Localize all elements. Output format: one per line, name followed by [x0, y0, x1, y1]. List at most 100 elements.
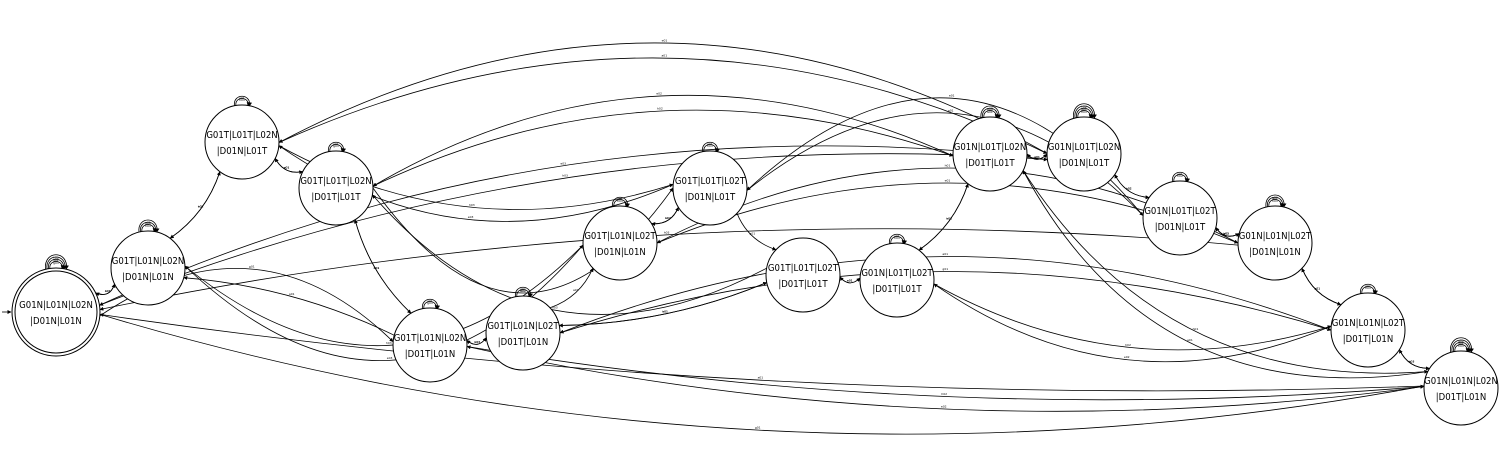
state-circle: [859, 242, 935, 318]
self-loop-label: g01: [1081, 108, 1087, 112]
state-node-s14: G01N|L01N|L02T |D01T|L01N: [1330, 292, 1406, 368]
state-node-s15: G01N|L01N|L02N|D01T|L01N: [1423, 350, 1499, 426]
transition-label: a01: [948, 109, 954, 113]
state-label-line2: |D01T|L01N: [498, 337, 548, 348]
transition-label: a01: [289, 292, 295, 296]
transition-label: e02: [665, 216, 671, 220]
self-loop-edges: g01a01e01h01h01e03a01h01e01g01e01g01a01a…: [45, 95, 1474, 353]
transition-edge: [99, 145, 1048, 306]
transition-label: e02: [941, 405, 947, 409]
transition-edge: [169, 171, 221, 239]
transition-edge: [278, 57, 1048, 154]
transition-label: g01: [1314, 287, 1320, 291]
self-loop-label: h01: [617, 199, 623, 203]
initial-state-ring: [14, 270, 98, 354]
state-circle: [1237, 205, 1313, 281]
transition-label: h03: [474, 340, 480, 344]
self-loop: [46, 256, 68, 270]
self-loop-label: g01: [520, 287, 526, 291]
self-loop-label: e01: [1458, 340, 1464, 344]
state-label-line2: |D01N|L01T: [685, 192, 736, 203]
transition-label: h03: [469, 203, 475, 207]
transition-label: a01: [847, 278, 853, 282]
state-label-line2: |D01T|L01T: [311, 192, 361, 203]
self-loop: [1361, 286, 1377, 295]
transition-label: a01: [758, 376, 764, 380]
state-node-s10: G01N|L01T|L02N |D01T|L01T: [952, 116, 1028, 192]
state-circle: [298, 150, 374, 226]
self-loop-label: g01: [1272, 195, 1278, 199]
transition-edge: [933, 283, 1332, 351]
self-loop-label: e01: [53, 257, 59, 261]
self-loop: [1265, 194, 1287, 208]
state-node-s13: G01N|L01N|L02T|D01N|L01N: [1237, 205, 1313, 281]
state-label-line2: |D01T|L01T: [965, 158, 1015, 169]
self-loop: [889, 233, 908, 245]
state-label-line2: |D01T|L01N: [1343, 334, 1393, 345]
transition-label: h01: [374, 266, 380, 270]
transition-edge: [372, 94, 954, 187]
transition-edge: [1301, 267, 1342, 306]
self-loop-label: a01: [1081, 106, 1087, 110]
state-node-s8: G01T|L01T|L02T|D01T|L01T: [765, 237, 841, 313]
state-label-line1: G01N|L01T|L02N: [1048, 142, 1121, 153]
transition-label: e02: [656, 92, 662, 96]
self-loop: [49, 261, 65, 270]
self-loop: [1074, 105, 1096, 119]
transition-edge: [354, 219, 412, 314]
state-node-s5: G01T|L01N|L02T|D01T|L01N: [485, 295, 561, 371]
transition-label: g01: [749, 232, 755, 236]
transition-edge: [918, 183, 969, 251]
self-loop: [1454, 344, 1470, 353]
transition-edge: [99, 312, 1425, 392]
transition-label: h02: [198, 205, 204, 209]
transition-label: a01: [1034, 155, 1040, 159]
transition-label: h03: [562, 174, 568, 178]
state-node-s9: G01N|L01T|L02T|D01T|L01T: [859, 242, 935, 318]
self-loop: [422, 298, 441, 310]
self-loop-label: g01: [1365, 284, 1371, 288]
state-node-s12: G01N|L01T|L02T|D01N|L01T: [1142, 180, 1218, 256]
state-node-s2: G01T|L01T|L02N|D01N|L01T: [204, 104, 280, 180]
state-label-line1: G01N|L01N|L02T: [1332, 318, 1405, 329]
transition-edge: [183, 275, 395, 336]
transition-label: e01: [105, 289, 111, 293]
state-circle: [392, 307, 468, 383]
state-label-line2: |D01T|L01N: [405, 349, 455, 360]
transition-label: e01: [374, 266, 380, 270]
transition-label: h03: [664, 230, 670, 234]
self-loop: [140, 221, 159, 233]
self-loop: [983, 110, 999, 119]
self-loop-label: e01: [707, 142, 713, 146]
transition-label: a01: [661, 54, 667, 58]
transition-edge: [1215, 227, 1240, 238]
transition-label: h02: [665, 216, 671, 220]
self-loop: [1268, 199, 1284, 208]
transition-edge: [1114, 174, 1150, 198]
state-label-line1: G01T|L01N|L02T: [584, 231, 656, 242]
self-loop: [703, 144, 719, 153]
self-loop-label: e01: [333, 142, 339, 146]
transition-label: h03: [946, 217, 952, 221]
transition-label: e03: [560, 161, 566, 165]
transition-edge: [559, 256, 1332, 334]
state-circle: [204, 104, 280, 180]
state-node-s3: G01T|L01T|L02N|D01T|L01T: [298, 150, 374, 226]
transition-label: h02: [657, 107, 663, 111]
state-label-line1: G01T|L01N|L02N: [394, 333, 467, 344]
state-label-line2: |D01N|L01T: [1155, 222, 1206, 233]
state-label-line1: G01N|L01T|L02N: [954, 142, 1027, 153]
transition-label: h02: [1126, 186, 1132, 190]
transition-edge: [274, 157, 303, 173]
transition-edge: [95, 283, 115, 297]
self-loop-label: e02: [987, 106, 993, 110]
state-node-s1: G01T|L01N|L02N|D01N|L01N: [110, 230, 186, 306]
self-loop-label: g01: [53, 261, 59, 265]
self-loop-label: a01: [987, 110, 993, 114]
transition-edge: [278, 42, 1048, 154]
self-loop: [234, 95, 253, 107]
transition-label: g01: [942, 267, 948, 271]
transition-edge: [99, 228, 1239, 311]
transition-edge: [169, 171, 221, 239]
state-label-line2: |D01N|L01T: [1059, 158, 1110, 169]
